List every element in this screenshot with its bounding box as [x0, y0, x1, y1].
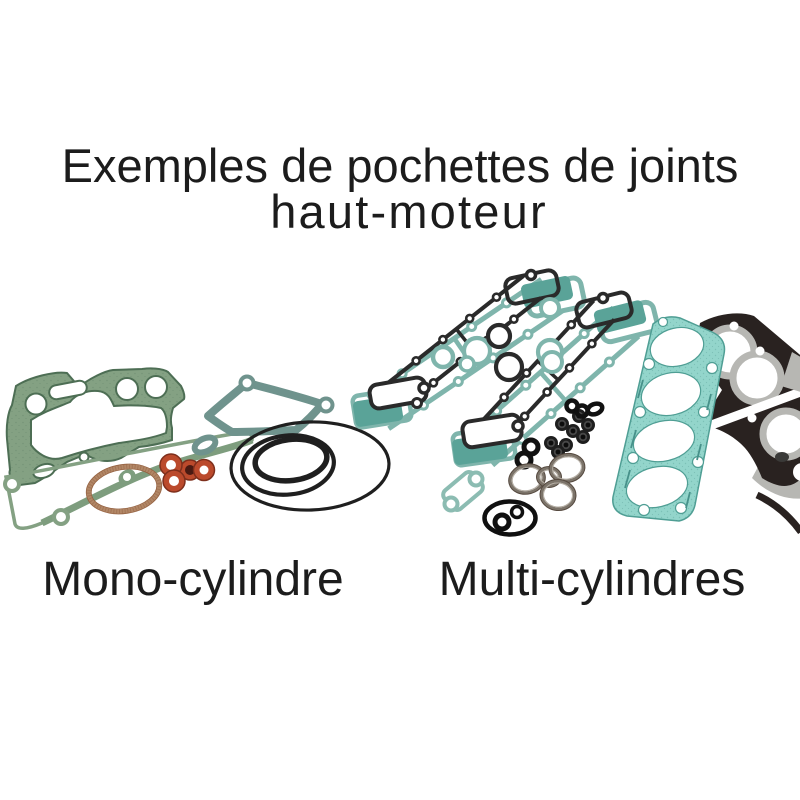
svg-text:Multi-cylindres: Multi-cylindres [439, 553, 746, 606]
svg-text:Mono-cylindre: Mono-cylindre [42, 553, 343, 606]
svg-text:Exemples de pochettes de joint: Exemples de pochettes de joints [62, 139, 739, 192]
svg-text:haut-moteur: haut-moteur [270, 185, 548, 238]
